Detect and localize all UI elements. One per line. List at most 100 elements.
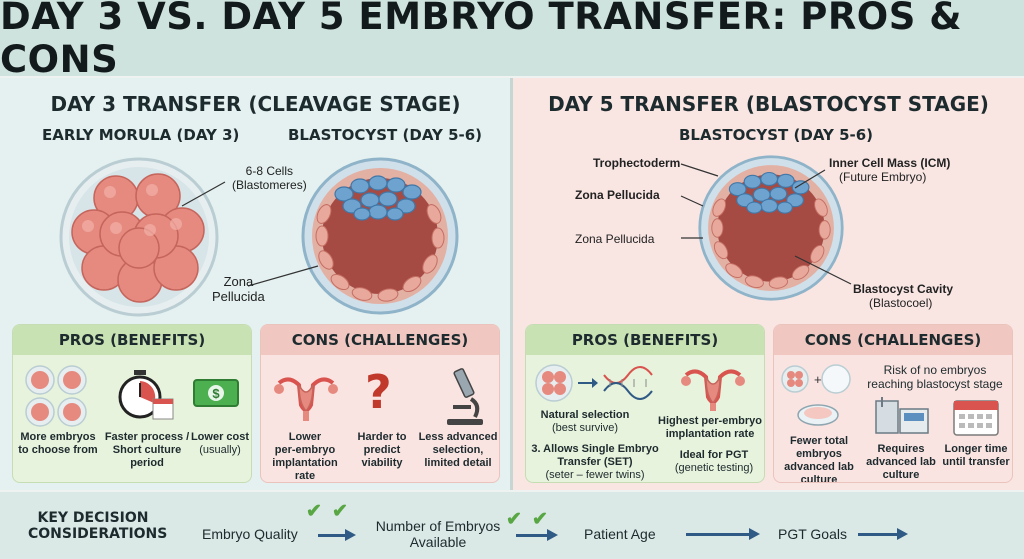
cons-lower-l2: per-embryo: [274, 444, 336, 456]
check-icon: ✔: [532, 509, 548, 530]
cons-longer-time: Longer time until transfer: [938, 443, 1012, 469]
cons-harder-l3: viability: [361, 457, 403, 469]
arrow-icon: [858, 528, 908, 540]
panel-divider: [510, 78, 514, 490]
pros-natural-text: Natural selection: [540, 409, 630, 421]
cons-fewer-l2: embryos: [796, 448, 842, 460]
icm-label-text: Inner Cell Mass (ICM): [829, 156, 951, 170]
cons-lower-l1: Lower: [288, 431, 322, 443]
cons-requires-lab: Requires advanced lab culture: [862, 443, 940, 482]
day3-pros-box: PROS (BENEFITS) $ More embryos to choose…: [12, 324, 252, 483]
factor-embryo-quality: Embryo Quality: [202, 526, 298, 542]
day3-panel: DAY 3 TRANSFER (CLEAVAGE STAGE) EARLY MO…: [0, 78, 511, 490]
cons-fewer-embryos: Fewer total embryos advanced lab culture: [778, 435, 860, 483]
day3-title: DAY 3 TRANSFER (CLEAVAGE STAGE): [50, 92, 461, 116]
cavity-label-sub: (Blastocoel): [869, 296, 933, 310]
cons-longer-l2: until transfer: [942, 456, 1010, 468]
cells-label: 6-8 Cells (Blastomeres): [232, 164, 307, 192]
page-title: DAY 3 VS. DAY 5 EMBRYO TRANSFER: PROS & …: [0, 0, 963, 81]
pros-set-l1: 3. Allows Single Embryo: [531, 443, 659, 455]
day5-cons-header: CONS (CHALLENGES): [774, 325, 1012, 355]
pros-natural-sub: (best survive): [551, 422, 619, 434]
cons-less-l1: Less advanced: [418, 431, 498, 443]
cavity-label-text: Blastocyst Cavity: [853, 282, 954, 296]
cons-requires-l2: advanced lab: [866, 456, 936, 468]
key-decision-label: KEY DECISION CONSIDERATIONS: [28, 510, 168, 542]
key-decision-l1: KEY DECISION: [37, 510, 149, 526]
calendar-icon: [953, 400, 999, 436]
zona-label-left: Zona Pellucida: [212, 274, 265, 304]
day5-blastocyst-heading: BLASTOCYST (DAY 5-6): [679, 126, 874, 144]
factor-pgt-goals: PGT Goals: [778, 526, 847, 542]
pros-single-embryo-transfer: 3. Allows Single Embryo Transfer (SET) (…: [526, 443, 664, 482]
cons-fewer-l3: advanced lab: [784, 461, 854, 473]
cons-lower-l3: implantation: [272, 457, 338, 469]
cells-pointer: [181, 181, 226, 207]
factor-number-l1: Number of Embryos: [375, 518, 501, 534]
svg-text:+: +: [814, 372, 822, 387]
day3-cons-box: CONS (CHALLENGES) ? Lower per-embryo imp…: [260, 324, 500, 483]
morula-illustration: [59, 157, 219, 317]
check-icon: ✔: [506, 509, 522, 530]
pros-faster-process: Faster process / Short culture period: [101, 431, 193, 470]
cons-lower-l4: rate: [294, 470, 316, 482]
factor-number-embryos: Number of Embryos Available: [370, 518, 506, 550]
uterus-icon-right: [681, 369, 745, 411]
cons-risk-l1: Risk of no embryos: [883, 363, 987, 377]
pros-lower-cost-l2: (usually): [199, 444, 241, 456]
trophectoderm-label: Trophectoderm: [593, 156, 681, 170]
zona-label-bold: Zona Pellucida: [575, 188, 660, 202]
cells-label-text: 6-8 Cells: [245, 164, 294, 178]
selection-dna-icon: [535, 364, 653, 402]
pros-more-embryos-l1: More embryos: [20, 431, 96, 443]
cons-requires-l3: culture: [882, 469, 920, 481]
cons-risk-no-embryos: Risk of no embryos reaching blastocyst s…: [860, 363, 1010, 391]
key-decision-l2: CONSIDERATIONS: [28, 526, 168, 542]
uterus-icon: [274, 377, 338, 421]
pros-pgt-l2: (genetic testing): [674, 462, 754, 474]
day5-panel: DAY 5 TRANSFER (BLASTOCYST STAGE) BLASTO…: [513, 78, 1024, 490]
arrow-icon: [318, 529, 356, 541]
petri-dish-icon: [797, 404, 839, 426]
arrow-icon: [516, 529, 558, 541]
cells-label-sub: (Blastomeres): [232, 178, 307, 192]
cons-harder-l2: predict: [363, 444, 401, 456]
cons-less-l3: limited detail: [424, 457, 492, 469]
day5-pointer-lines: [680, 163, 852, 285]
question-mark-icon: ?: [365, 365, 392, 419]
pros-highest-rate: Highest per-embryo implantation rate: [654, 415, 764, 441]
day3-cons-header: CONS (CHALLENGES): [261, 325, 499, 355]
icm-label-sub: (Future Embryo): [839, 170, 927, 184]
cons-harder-predict: Harder to predict viability: [347, 431, 417, 470]
morula-heading: EARLY MORULA (DAY 3): [42, 126, 240, 144]
stopwatch-icon: [118, 370, 174, 420]
cons-requires-l1: Requires: [877, 443, 925, 455]
pros-natural-selection: Natural selection (best survive): [530, 409, 640, 435]
icm-label: Inner Cell Mass (ICM) (Future Embryo): [829, 156, 950, 184]
pros-set-l3: (seter – fewer twins): [545, 469, 645, 481]
arrow-icon: [686, 528, 760, 540]
pros-lower-cost: Lower cost (usually): [189, 431, 251, 457]
day5-pros-header: PROS (BENEFITS): [526, 325, 764, 355]
pros-ideal-pgt: Ideal for PGT (genetic testing): [664, 449, 764, 475]
factor-patient-age: Patient Age: [584, 526, 656, 542]
zona-label-left-sub: Pellucida: [212, 289, 265, 304]
pros-set-l2: Transfer (SET): [557, 456, 633, 468]
cavity-label: Blastocyst Cavity (Blastocoel): [853, 282, 953, 310]
cons-risk-l2: reaching blastocyst stage: [867, 377, 1003, 391]
cons-fewer-l1: Fewer total: [789, 435, 849, 447]
blastocyst-illustration-left: [301, 157, 459, 315]
cons-lower-implantation: Lower per-embryo implantation rate: [265, 431, 345, 482]
title-bar: DAY 3 VS. DAY 5 EMBRYO TRANSFER: PROS & …: [0, 0, 1024, 81]
svg-text:$: $: [212, 386, 220, 401]
day5-cons-box: CONS (CHALLENGES) + Risk of no embryos r…: [773, 324, 1013, 483]
cons-fewer-l4: culture: [800, 474, 838, 483]
pros-faster-l2: Short culture: [112, 444, 182, 456]
zona-label-left-text: Zona: [223, 274, 254, 289]
day5-title: DAY 5 TRANSFER (BLASTOCYST STAGE): [548, 92, 989, 116]
cons-less-advanced: Less advanced selection, limited detail: [417, 431, 499, 470]
zona-pointer-left: [247, 265, 319, 287]
lab-equipment-icon: [875, 397, 929, 434]
embryos-grid-icon: [25, 365, 87, 427]
cons-less-l2: selection,: [432, 444, 484, 456]
